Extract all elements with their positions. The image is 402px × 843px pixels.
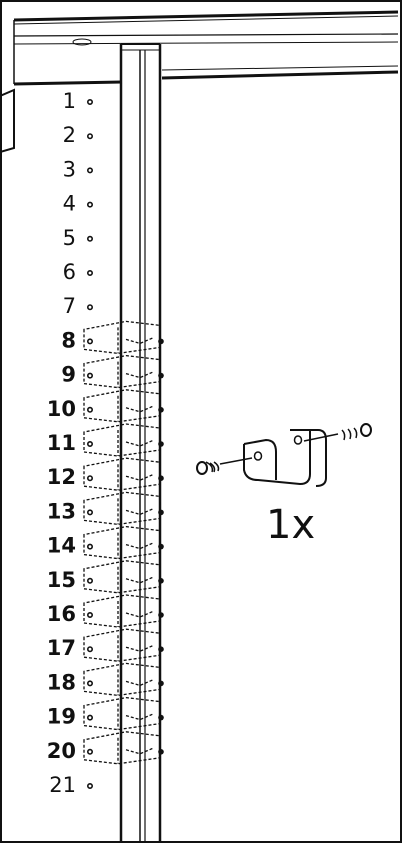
hole-number-1: 1	[63, 89, 76, 113]
bracket-pin-16	[158, 612, 164, 618]
top-rail	[13, 10, 399, 86]
dashed-bracket-11	[83, 423, 161, 457]
dashed-bracket-8	[83, 320, 161, 355]
cabinet-side	[0, 20, 15, 153]
hole-dot-13	[87, 509, 94, 516]
dashed-bracket-19	[83, 696, 161, 731]
bracket-pin-11	[158, 441, 164, 447]
hole-number-15: 15	[47, 568, 76, 592]
hole-dot-10	[87, 406, 94, 413]
hole-number-7: 7	[63, 294, 76, 318]
hole-number-17: 17	[47, 636, 76, 660]
hole-dot-7	[87, 304, 94, 311]
hole-number-21: 21	[49, 773, 76, 797]
hole-number-3: 3	[63, 157, 76, 181]
dashed-bracket-10	[83, 389, 161, 423]
hole-dot-19	[87, 714, 94, 721]
bracket-pin-19	[158, 714, 164, 721]
dashed-bracket-13	[83, 491, 161, 526]
dashed-bracket-12	[83, 457, 161, 491]
hole-number-11: 11	[47, 431, 76, 455]
dashed-bracket-14	[83, 525, 161, 560]
bracket-pin-20	[158, 749, 164, 755]
bracket-pin-17	[158, 646, 164, 652]
bracket-pin-14	[158, 543, 164, 550]
hole-dot-14	[87, 543, 94, 550]
quantity-label: 1x	[266, 502, 315, 548]
dashed-bracket-17	[83, 628, 161, 662]
hole-dot-9	[87, 372, 94, 379]
dashed-bracket-20	[83, 731, 161, 765]
hole-dot-4	[87, 201, 94, 208]
vertical-post	[119, 43, 162, 843]
hole-dot-5	[87, 235, 94, 242]
hole-dot-1	[87, 99, 94, 106]
hole-dot-8	[87, 338, 94, 345]
bracket-pin-12	[158, 475, 164, 482]
bracket-with-screws	[196, 423, 372, 487]
bracket-pin-9	[158, 372, 164, 379]
hole-number-20: 20	[47, 739, 76, 763]
dashed-bracket-positions	[83, 320, 164, 765]
bracket-pin-15	[158, 578, 164, 584]
hole-dot-3	[87, 167, 94, 174]
hole-dot-15	[87, 577, 94, 584]
hole-number-6: 6	[63, 260, 76, 284]
hole-dot-18	[87, 680, 94, 687]
dashed-bracket-15	[83, 560, 161, 594]
hole-dot-2	[87, 133, 94, 140]
hole-number-13: 13	[47, 499, 76, 523]
bracket-pin-10	[158, 407, 164, 413]
hole-dot-21	[87, 782, 94, 789]
hole-number-2: 2	[63, 123, 76, 147]
hole-dot-6	[87, 269, 94, 276]
bracket-pin-8	[158, 338, 164, 345]
hole-dots	[87, 99, 94, 789]
hole-number-19: 19	[47, 705, 76, 729]
dashed-bracket-16	[83, 594, 161, 628]
hole-dot-12	[87, 475, 94, 482]
bracket-pin-18	[158, 680, 164, 687]
hole-number-16: 16	[47, 602, 76, 626]
dashed-bracket-18	[83, 662, 161, 697]
hole-number-12: 12	[47, 465, 76, 489]
hole-number-14: 14	[47, 534, 76, 558]
hole-number-8: 8	[61, 328, 76, 352]
bracket-pin-13	[158, 509, 164, 516]
hole-dot-20	[87, 748, 94, 755]
hole-number-10: 10	[47, 397, 76, 421]
hole-dot-16	[87, 611, 94, 618]
hole-dot-17	[87, 646, 94, 653]
hole-dot-11	[87, 440, 94, 447]
hole-number-9: 9	[61, 363, 76, 387]
hole-number-5: 5	[63, 226, 76, 250]
hole-number-18: 18	[47, 670, 76, 694]
dashed-bracket-9	[83, 354, 161, 389]
hole-number-4: 4	[63, 192, 76, 216]
